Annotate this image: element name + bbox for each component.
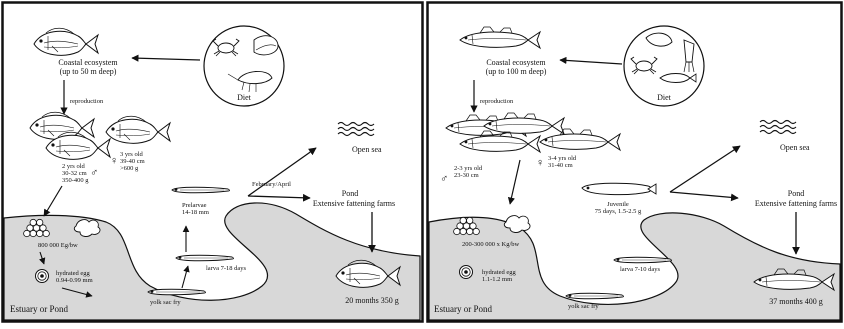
- pond-label: Pond: [342, 189, 358, 198]
- coastal-ecosystem-label: Coastal ecosystem: [58, 58, 118, 67]
- eggs-count: 800 000 Eg/bw: [38, 242, 78, 249]
- fish-icon: [172, 187, 230, 193]
- result-label: 20 months 350 g: [345, 296, 399, 305]
- open-sea-label: Open sea: [352, 145, 382, 154]
- male-length: 30-32 cm: [62, 170, 87, 177]
- estuary-label: Estuary or Pond: [10, 304, 68, 314]
- hydrated-egg-label: hydrated egg: [482, 269, 517, 276]
- coastal-ecosystem-label: Coastal ecosystem: [486, 58, 546, 67]
- route-label: February/April: [252, 181, 291, 188]
- female-symbol: ♀: [536, 157, 544, 169]
- female-age: 3 yrs old: [120, 151, 144, 158]
- fish-icon: [614, 257, 672, 263]
- hydrated-egg-size: 1.1-1.2 mm: [482, 276, 512, 283]
- egg-icon: [36, 270, 49, 283]
- result-label: 37 months 400 g: [769, 297, 823, 306]
- pond-label: Pond: [788, 189, 804, 198]
- larva-label: larva 7-10 days: [620, 266, 661, 273]
- right-panel: Coastal ecosystem (up to 100 m deep) Die…: [428, 3, 842, 322]
- reproduction-label: reproduction: [70, 98, 104, 105]
- open-sea-label: Open sea: [780, 143, 810, 152]
- hydrated-egg-size: 0.94-0.99 mm: [56, 277, 93, 284]
- male-symbol: ♂: [90, 167, 98, 179]
- fish-icon: [148, 289, 206, 295]
- male-age: 2-3 yrs old: [454, 165, 483, 172]
- male-age: 2 yrs old: [62, 163, 86, 170]
- juvenile-size: 75 days, 1.5-2.5 g: [595, 208, 642, 215]
- female-weight: >600 g: [120, 165, 139, 172]
- female-length: 39-40 cm: [120, 158, 145, 165]
- female-age: 3-4 yrs old: [548, 155, 577, 162]
- reproduction-label: reproduction: [480, 98, 514, 105]
- coastal-depth-label: (up to 50 m deep): [60, 67, 117, 76]
- female-symbol: ♀: [110, 155, 118, 167]
- male-weight: 350-400 g: [62, 177, 89, 184]
- diet-circle: Diet: [624, 26, 704, 106]
- prelarvae-label: Prelarvae: [182, 202, 207, 209]
- larva-label: larva 7-18 days: [206, 265, 247, 272]
- male-symbol: ♂: [440, 173, 448, 185]
- yolk-sac-label: yolk sac fry: [568, 303, 599, 310]
- diet-circle: Diet: [204, 26, 284, 106]
- yolk-sac-label: yolk sac fry: [150, 299, 181, 306]
- farms-label: Extensive fattening farms: [313, 199, 395, 208]
- male-length: 23-30 cm: [454, 172, 479, 179]
- farms-label: Extensive fattening farms: [755, 199, 837, 208]
- prelarvae-size: 14-18 mm: [182, 209, 209, 216]
- eggs-count: 200-300 000 x Kg/bw: [462, 241, 520, 248]
- egg-icon: [460, 266, 473, 279]
- left-panel: Diet Coastal ecosystem (up to 50 m deep)…: [3, 3, 423, 322]
- fish-icon: [176, 255, 234, 261]
- diet-label: Diet: [657, 93, 672, 102]
- female-length: 31-40 cm: [548, 162, 573, 169]
- coastal-depth-label: (up to 100 m deep): [486, 67, 547, 76]
- hydrated-egg-label: hydrated egg: [56, 270, 91, 277]
- juvenile-label: Juvenile: [607, 201, 629, 208]
- diet-label: Diet: [237, 93, 252, 102]
- estuary-label: Estuary or Pond: [434, 304, 492, 314]
- fish-icon: [566, 293, 624, 299]
- juvenile-fish: [582, 183, 656, 194]
- mussel-icon: [254, 36, 278, 55]
